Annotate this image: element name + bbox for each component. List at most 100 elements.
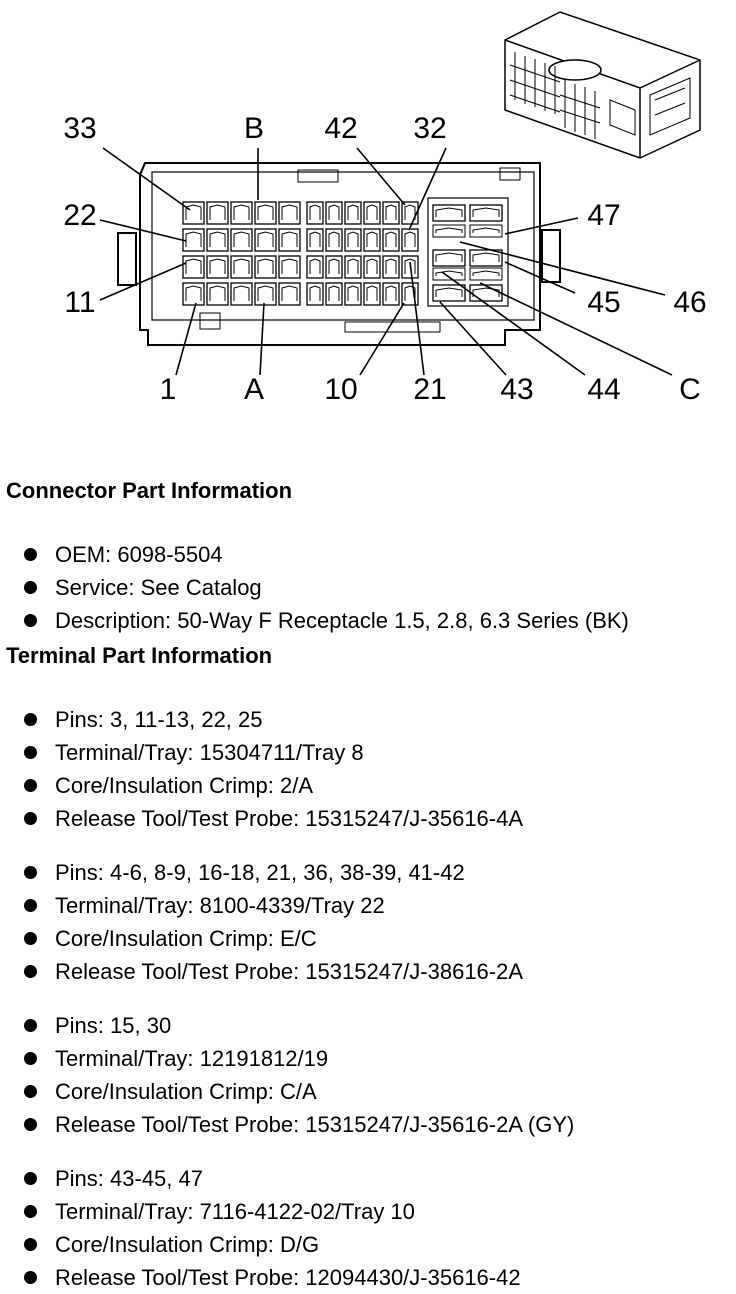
terminal-cavity-detail — [366, 204, 378, 220]
terminal-cavity-detail — [257, 285, 274, 301]
terminal-cavity-detail — [404, 258, 416, 274]
terminal-cavity — [182, 201, 205, 225]
terminal-cavity-detail — [472, 207, 500, 217]
terminal-cavity-detail — [385, 231, 397, 247]
terminal-cavity — [344, 282, 362, 306]
callout-32: 32 — [413, 112, 446, 145]
callout-21: 21 — [413, 373, 446, 406]
terminal-cavity — [325, 255, 343, 279]
callout-leader-lines — [99, 147, 673, 376]
list-item: Terminal/Tray: 8100-4339/Tray 22 — [0, 889, 736, 922]
terminal-cavity — [469, 224, 503, 238]
terminal-group-2: Pins: 4-6, 8-9, 16-18, 21, 36, 38-39, 41… — [0, 856, 736, 988]
terminal-cavity — [469, 204, 503, 222]
terminal-cavity-detail — [328, 204, 340, 220]
terminal-cavity — [469, 284, 503, 302]
terminal-cavity — [382, 201, 400, 225]
leader-line — [479, 282, 673, 376]
terminal-cavity — [206, 228, 229, 252]
terminal-cavity-detail — [328, 231, 340, 247]
terminal-cavity-detail — [404, 204, 416, 220]
terminal-cavity-detail — [385, 258, 397, 274]
terminal-cavity-detail — [435, 227, 463, 233]
part-information: Connector Part Information OEM: 6098-550… — [0, 476, 736, 1294]
list-item: Release Tool/Test Probe: 12094430/J-3561… — [0, 1261, 736, 1294]
list-item: Service: See Catalog — [0, 571, 736, 604]
terminal-cavity-detail — [281, 204, 298, 220]
leader-line — [359, 302, 405, 376]
leader-line — [259, 302, 265, 376]
terminal-cavity-detail — [366, 258, 378, 274]
leader-line — [504, 261, 576, 294]
terminal-cavity — [278, 228, 301, 252]
leader-line — [439, 301, 507, 376]
terminal-cavity — [432, 284, 466, 302]
leader-line — [504, 217, 579, 235]
terminal-cavity — [254, 255, 277, 279]
terminal-group-3: Pins: 15, 30 Terminal/Tray: 12191812/19 … — [0, 1009, 736, 1141]
terminal-cavity-detail — [309, 258, 321, 274]
list-item: Terminal/Tray: 12191812/19 — [0, 1042, 736, 1075]
callout-45: 45 — [587, 286, 620, 319]
terminal-cavity-detail — [209, 204, 226, 220]
leader-line — [102, 147, 191, 211]
callout-1: 1 — [160, 373, 177, 406]
terminal-cavity-detail — [472, 270, 500, 276]
terminal-cavity — [432, 204, 466, 222]
terminal-cavity-detail — [185, 204, 202, 220]
leader-line — [99, 262, 187, 301]
list-item: Core/Insulation Crimp: C/A — [0, 1075, 736, 1108]
leader-line — [99, 219, 187, 242]
terminal-cavity — [432, 224, 466, 238]
terminal-cavity-detail — [347, 204, 359, 220]
terminal-cavity — [230, 282, 253, 306]
connector-part-info-title: Connector Part Information — [6, 478, 293, 503]
terminal-cavity-detail — [328, 285, 340, 301]
terminal-cavity-detail — [233, 204, 250, 220]
list-item: Pins: 15, 30 — [0, 1009, 736, 1042]
callout-a: A — [244, 373, 264, 406]
terminal-group-4: Pins: 43-45, 47 Terminal/Tray: 7116-4122… — [0, 1162, 736, 1294]
callout-11: 11 — [64, 286, 95, 319]
terminal-cavity — [254, 282, 277, 306]
leader-line — [356, 147, 406, 206]
callout-46: 46 — [673, 286, 706, 319]
terminal-cavity-detail — [435, 207, 463, 217]
terminal-cavity-detail — [385, 285, 397, 301]
terminal-cavity-detail — [404, 231, 416, 247]
terminal-cavity — [363, 201, 381, 225]
terminal-group-1: Pins: 3, 11-13, 22, 25 Terminal/Tray: 15… — [0, 703, 736, 835]
terminal-cavity-detail — [347, 231, 359, 247]
list-item: OEM: 6098-5504 — [0, 538, 736, 571]
terminal-cavity — [432, 249, 466, 267]
terminal-cavity — [382, 255, 400, 279]
terminal-cavity-detail — [435, 270, 463, 276]
terminal-cavity — [363, 255, 381, 279]
terminal-cavity-detail — [435, 252, 463, 262]
terminal-cavity — [382, 228, 400, 252]
terminal-cavity-detail — [281, 258, 298, 274]
terminal-cavity — [306, 228, 324, 252]
terminal-cavity-detail — [472, 227, 500, 233]
terminal-cavity-detail — [404, 285, 416, 301]
terminal-cavity-detail — [435, 287, 463, 297]
terminal-cavity-detail — [233, 258, 250, 274]
terminal-cavity — [206, 282, 229, 306]
list-item: Release Tool/Test Probe: 15315247/J-3561… — [0, 802, 736, 835]
terminal-cavity-detail — [257, 258, 274, 274]
callout-c: C — [679, 373, 701, 406]
callout-47: 47 — [587, 199, 620, 232]
terminal-cavity — [278, 282, 301, 306]
list-item: Core/Insulation Crimp: D/G — [0, 1228, 736, 1261]
callout-33: 33 — [63, 112, 96, 145]
terminal-cavity-detail — [281, 231, 298, 247]
connector-diagram: 33 B 42 32 22 47 11 45 46 1 A 10 21 43 4… — [63, 11, 707, 406]
leader-line — [459, 241, 666, 296]
callout-42: 42 — [324, 112, 357, 145]
terminal-cavity — [254, 228, 277, 252]
list-item: Pins: 43-45, 47 — [0, 1162, 736, 1195]
terminal-part-info-title: Terminal Part Information — [6, 643, 273, 668]
terminal-cavity — [325, 282, 343, 306]
terminal-cavity — [230, 201, 253, 225]
connector-face — [117, 162, 561, 346]
